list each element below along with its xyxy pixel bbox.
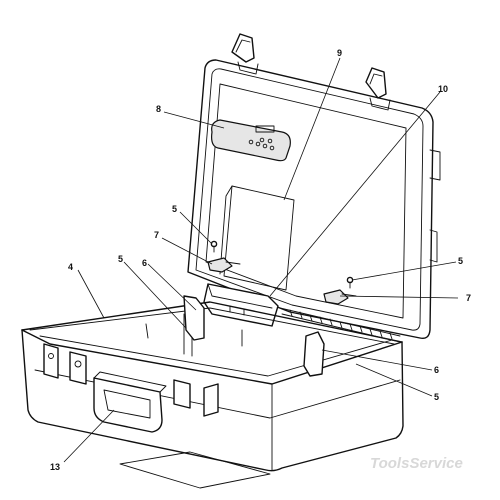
- base-latch-right-side: [203, 383, 219, 417]
- base-front-rim: [21, 329, 403, 385]
- callout-6-left: 6: [142, 258, 147, 268]
- remote-button: [248, 139, 254, 145]
- case-foot: [119, 451, 271, 489]
- base-pin: [145, 323, 149, 339]
- base-latch-left-front: [43, 343, 59, 379]
- remote-control: [211, 119, 291, 162]
- remote-display: [255, 125, 275, 133]
- leader-lines: [63, 57, 459, 463]
- callout-5-lid-screw-left: 5: [172, 204, 177, 214]
- base-inner-bracket-right: [303, 331, 325, 377]
- lid-latch-right: [365, 67, 391, 111]
- lid: [187, 59, 441, 340]
- base-latch-front-right: [173, 379, 191, 409]
- callout-13: 13: [50, 462, 60, 472]
- lid-outer-shell: [187, 59, 434, 340]
- lid-side-rib-lower: [429, 229, 438, 263]
- watermark: ToolsService: [370, 455, 463, 472]
- remote-button: [255, 141, 261, 147]
- callout-7-left: 7: [154, 230, 159, 240]
- screw-lid-right: [346, 276, 354, 289]
- lid-rim: [195, 68, 424, 331]
- remote-button: [259, 137, 265, 143]
- base-latch-front-mid: [69, 351, 87, 385]
- callout-4: 4: [68, 262, 73, 272]
- callout-9: 9: [337, 48, 342, 58]
- callout-10: 10: [438, 84, 448, 94]
- base-outer-body: [21, 329, 404, 472]
- lid-bracket: [219, 185, 295, 291]
- callout-5-base-screw: 5: [118, 254, 123, 264]
- remote-button: [267, 138, 273, 144]
- remote-button: [262, 143, 268, 149]
- clip-right: [323, 289, 357, 305]
- screw-lid-left: [210, 240, 218, 253]
- lid-inner-panel: [205, 83, 407, 319]
- callout-8: 8: [156, 104, 161, 114]
- carry-handle: [93, 371, 167, 433]
- callout-5-base-right: 5: [434, 392, 439, 402]
- remote-button: [269, 145, 275, 151]
- callout-6-right: 6: [434, 365, 439, 375]
- callout-5-lid-screw-right: 5: [458, 256, 463, 266]
- clip-left: [207, 257, 241, 273]
- callout-7-right: 7: [466, 293, 471, 303]
- hinge-block: [203, 283, 279, 327]
- base-top-rim: [21, 301, 403, 343]
- lid-latch-left: [231, 33, 259, 75]
- lid-side-rib: [429, 149, 441, 181]
- base-inner-bracket-left: [183, 295, 205, 341]
